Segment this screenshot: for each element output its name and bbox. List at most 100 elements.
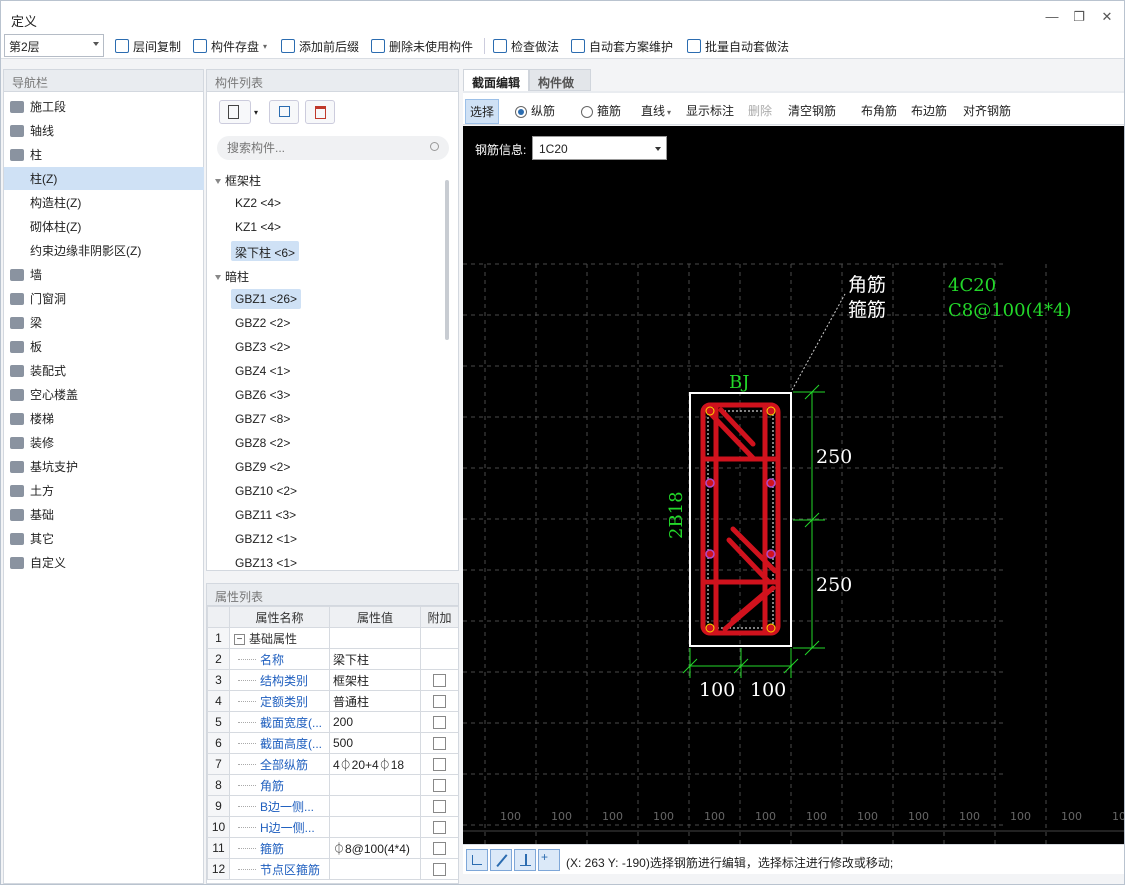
extra-checkbox[interactable]	[433, 716, 446, 730]
extra-checkbox[interactable]	[433, 779, 446, 793]
corner-rebar[interactable]	[766, 406, 776, 416]
component-search-input[interactable]	[217, 136, 449, 160]
delete-button[interactable]: 删除	[748, 104, 773, 118]
extra-checkbox[interactable]	[433, 863, 446, 877]
component-item[interactable]: GBZ3 <2>	[235, 340, 291, 354]
perp-snap-button[interactable]	[514, 849, 536, 871]
nav-item[interactable]: 轴线	[4, 119, 204, 142]
rebar-info-select[interactable]: 1C20	[532, 136, 667, 160]
nav-item[interactable]: 装修	[4, 431, 204, 454]
nav-item[interactable]: 空心楼盖	[4, 383, 204, 406]
nav-item[interactable]: 梁	[4, 311, 204, 334]
dim-b-right[interactable]: 100	[750, 679, 786, 701]
corner-label[interactable]: 角筋	[848, 274, 886, 296]
stirrup-value[interactable]: C8@100(4*4)	[948, 300, 1072, 321]
place-side-button[interactable]: 布边筋	[911, 104, 948, 118]
check-method-button[interactable]: 检查做法	[493, 38, 559, 54]
close-icon[interactable]: ✕	[1101, 9, 1113, 24]
extra-checkbox[interactable]	[433, 695, 446, 709]
place-corner-button[interactable]: 布角筋	[861, 104, 898, 118]
property-value[interactable]: 普通柱	[329, 690, 421, 712]
delete-component-button[interactable]	[305, 100, 335, 124]
side-rebar[interactable]	[705, 478, 715, 488]
nav-item[interactable]: 约束边缘非阴影区(Z)	[4, 239, 204, 262]
line-snap-button[interactable]	[490, 849, 512, 871]
property-value[interactable]: ⏀8@100(4*4)	[329, 837, 421, 859]
nav-item[interactable]: 墙	[4, 263, 204, 286]
corner-rebar[interactable]	[705, 623, 715, 633]
component-item[interactable]: GBZ9 <2>	[235, 460, 291, 474]
h-side-label[interactable]: 2B18	[666, 491, 687, 539]
show-annotation-button[interactable]: 显示标注	[686, 104, 735, 118]
line-dropdown[interactable]: 直线▾	[641, 102, 671, 119]
new-component-button[interactable]	[219, 100, 251, 124]
component-item[interactable]: GBZ1 <26>	[231, 289, 302, 309]
property-value[interactable]	[329, 816, 421, 838]
component-scrollbar[interactable]	[445, 180, 449, 340]
minimize-icon[interactable]: —	[1045, 9, 1059, 24]
tab-component-method[interactable]: 构件做法	[529, 69, 591, 107]
extra-checkbox[interactable]	[433, 737, 446, 751]
nav-item[interactable]: 柱	[4, 143, 204, 166]
property-value[interactable]	[329, 858, 421, 880]
add-prefix-suffix-button[interactable]: 添加前后缀	[281, 38, 359, 54]
tab-section-edit[interactable]: 截面编辑	[463, 69, 529, 91]
component-item[interactable]: GBZ10 <2>	[235, 484, 298, 498]
extra-checkbox[interactable]	[433, 758, 446, 772]
property-row[interactable]: 1−基础属性	[207, 627, 458, 649]
add-point-button[interactable]: +	[538, 849, 560, 871]
extra-checkbox[interactable]	[433, 821, 446, 835]
corner-rebar[interactable]	[766, 623, 776, 633]
corner-value[interactable]: 4C20	[948, 275, 996, 296]
dim-h-bottom[interactable]: 250	[816, 574, 852, 596]
dim-b-left[interactable]: 100	[699, 679, 735, 701]
property-value[interactable]: 梁下柱	[329, 648, 421, 670]
align-rebar-button[interactable]: 对齐钢筋	[963, 104, 1012, 118]
copy-floor-button[interactable]: 层间复制	[115, 38, 181, 54]
auto-plan-button[interactable]: 自动套方案维护	[571, 38, 673, 54]
corner-rebar[interactable]	[705, 406, 715, 416]
copy-component-button[interactable]	[269, 100, 299, 124]
nav-item[interactable]: 门窗洞	[4, 287, 204, 310]
stirrup-label-text[interactable]: 箍筋	[848, 299, 886, 321]
nav-item[interactable]: 楼梯	[4, 407, 204, 430]
chevron-down-icon[interactable]: ▾	[254, 108, 259, 117]
nav-item[interactable]: 砌体柱(Z)	[4, 215, 204, 238]
side-rebar[interactable]	[705, 549, 715, 559]
nav-item[interactable]: 板	[4, 335, 204, 358]
property-value[interactable]	[329, 795, 421, 817]
expand-icon[interactable]	[215, 275, 221, 281]
extra-checkbox[interactable]	[433, 842, 446, 856]
ortho-snap-button[interactable]	[466, 849, 488, 871]
save-component-button[interactable]: 构件存盘▾	[193, 38, 267, 54]
property-value[interactable]: 4⏀20+4⏀18	[329, 753, 421, 775]
delete-unused-button[interactable]: 删除未使用构件	[371, 38, 473, 54]
b-side-label[interactable]: BJ	[729, 372, 749, 393]
tree-group[interactable]: 框架柱	[215, 172, 261, 189]
property-value[interactable]	[329, 627, 421, 649]
component-item[interactable]: GBZ6 <3>	[235, 388, 291, 402]
clear-rebar-button[interactable]: 清空钢筋	[788, 104, 837, 118]
component-item[interactable]: KZ2 <4>	[235, 196, 282, 210]
tree-group[interactable]: 暗柱	[215, 268, 249, 285]
nav-item[interactable]: 自定义	[4, 551, 204, 574]
component-item[interactable]: GBZ12 <1>	[235, 532, 298, 546]
nav-item[interactable]: 基坑支护	[4, 455, 204, 478]
component-item[interactable]: GBZ13 <1>	[235, 556, 298, 570]
side-rebar[interactable]	[766, 549, 776, 559]
nav-item[interactable]: 装配式	[4, 359, 204, 382]
side-rebar[interactable]	[766, 478, 776, 488]
component-item[interactable]: KZ1 <4>	[235, 220, 282, 234]
extra-checkbox[interactable]	[433, 674, 446, 688]
nav-item[interactable]: 柱(Z)	[4, 167, 204, 190]
